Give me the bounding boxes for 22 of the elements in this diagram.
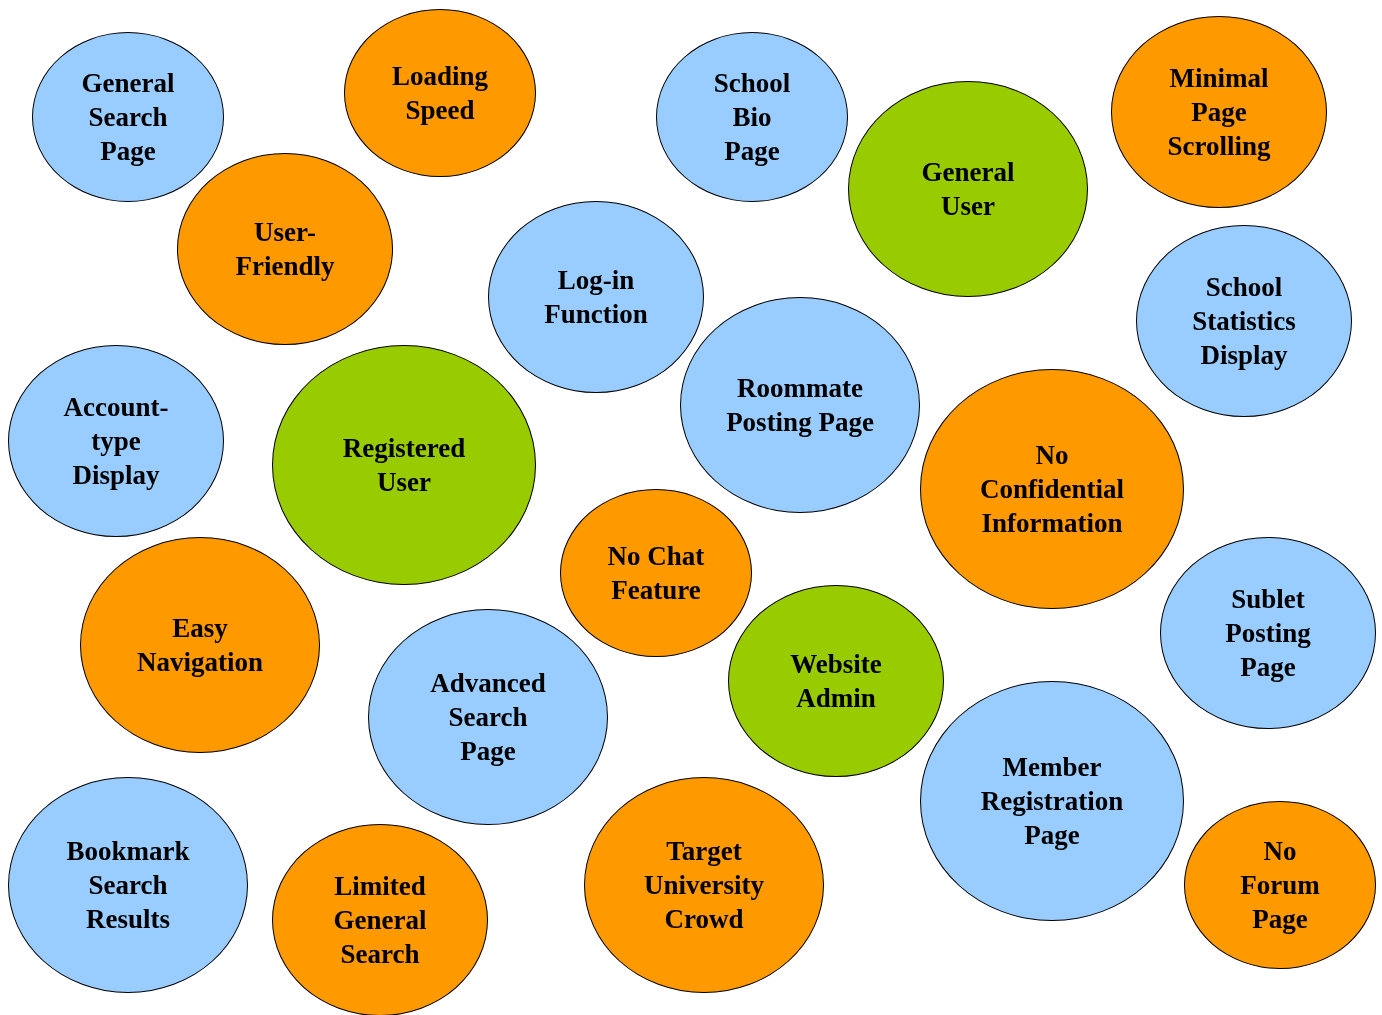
node-label: General Search Page: [80, 67, 176, 168]
node-label: No Chat Feature: [606, 540, 706, 607]
node-label: User-Friendly: [234, 216, 336, 283]
node-label: Log-in Function: [543, 264, 649, 331]
node-label: Account-type Display: [62, 391, 170, 492]
node-label: Easy Navigation: [136, 612, 264, 679]
node-label: Target University Crowd: [643, 835, 765, 936]
node-label: Bookmark Search Results: [65, 835, 191, 936]
node-label: No Confidential Information: [979, 439, 1125, 540]
node-label: Member Registration Page: [979, 751, 1125, 852]
node-label: No Forum Page: [1239, 835, 1321, 936]
node-label: Loading Speed: [390, 60, 489, 127]
node-label: Advanced Search Page: [429, 667, 547, 768]
node-label: Limited General Search: [332, 870, 428, 971]
node-label: Minimal Page Scrolling: [1166, 62, 1272, 163]
node-label: Registered User: [341, 432, 467, 499]
node-label: General User: [920, 156, 1016, 223]
node-label: School Bio Page: [712, 67, 792, 168]
node-label: School Statistics Display: [1191, 271, 1297, 372]
node-label: Sublet Posting Page: [1224, 583, 1312, 684]
node-label: Website Admin: [789, 648, 883, 715]
node-label: Roommate Posting Page: [725, 372, 875, 439]
